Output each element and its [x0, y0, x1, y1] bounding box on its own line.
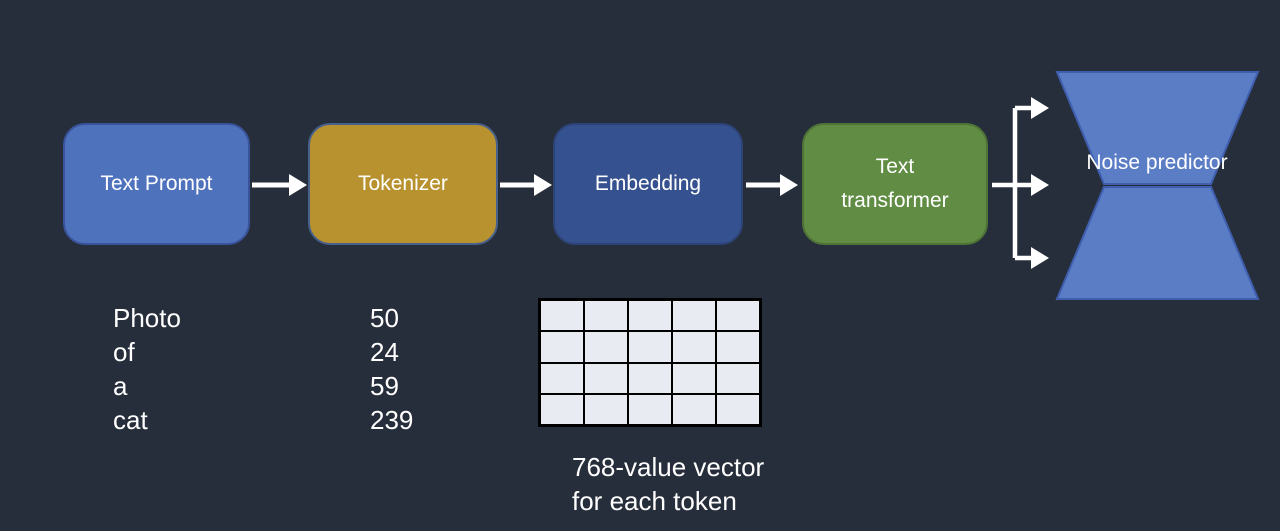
vector-cell [584, 300, 628, 332]
embedding-label: Embedding [594, 172, 702, 195]
vector-cell [584, 331, 628, 363]
noise-predictor-shape [1055, 71, 1260, 300]
vector-cell [540, 393, 584, 425]
vector-cell [628, 331, 672, 363]
vector-cell [584, 362, 628, 394]
noise-predictor-label: Noise predictor [1086, 151, 1228, 174]
vector-cell [672, 331, 716, 363]
vector-cell [540, 300, 584, 332]
vector-cell [540, 362, 584, 394]
token-id: 24 [370, 337, 399, 367]
text-prompt-box: Text Prompt [63, 123, 250, 245]
token-ids-list: 50 24 59 239 [370, 301, 413, 437]
prompt-word: cat [113, 405, 148, 435]
tokenizer-box: Tokenizer [308, 123, 498, 245]
vector-cell [672, 300, 716, 332]
prompt-word: a [113, 371, 128, 401]
vector-cell [716, 393, 760, 425]
noise-predictor-top-trapezoid [1055, 71, 1260, 185]
token-id: 59 [370, 371, 399, 401]
token-id: 50 [370, 303, 399, 333]
text-prompt-label: Text Prompt [100, 172, 213, 195]
vector-cell [716, 331, 760, 363]
vector-cell [716, 362, 760, 394]
vector-cell [628, 362, 672, 394]
prompt-words-list: Photo of a cat [113, 301, 181, 437]
prompt-word: Photo [113, 303, 181, 333]
noise-predictor-bottom-trapezoid [1055, 186, 1260, 300]
vector-cell [584, 393, 628, 425]
text-transformer-label: Text transformer [841, 155, 949, 212]
text-transformer-box: Text transformer [802, 123, 988, 245]
vector-cell [672, 362, 716, 394]
token-id: 239 [370, 405, 414, 435]
arrow-transformer-branch [992, 97, 1049, 269]
caption-line: 768-value vector [572, 452, 765, 482]
prompt-word: of [113, 337, 135, 367]
tokenizer-label: Tokenizer [358, 172, 448, 195]
vector-grid-caption: 768-value vector for each token [572, 450, 764, 518]
vector-cell [716, 300, 760, 332]
vector-cell [628, 393, 672, 425]
embedding-box: Embedding [553, 123, 743, 245]
caption-line: for each token [572, 486, 737, 516]
vector-grid [538, 298, 762, 427]
vector-cell [540, 331, 584, 363]
vector-cell [672, 393, 716, 425]
vector-cell [628, 300, 672, 332]
